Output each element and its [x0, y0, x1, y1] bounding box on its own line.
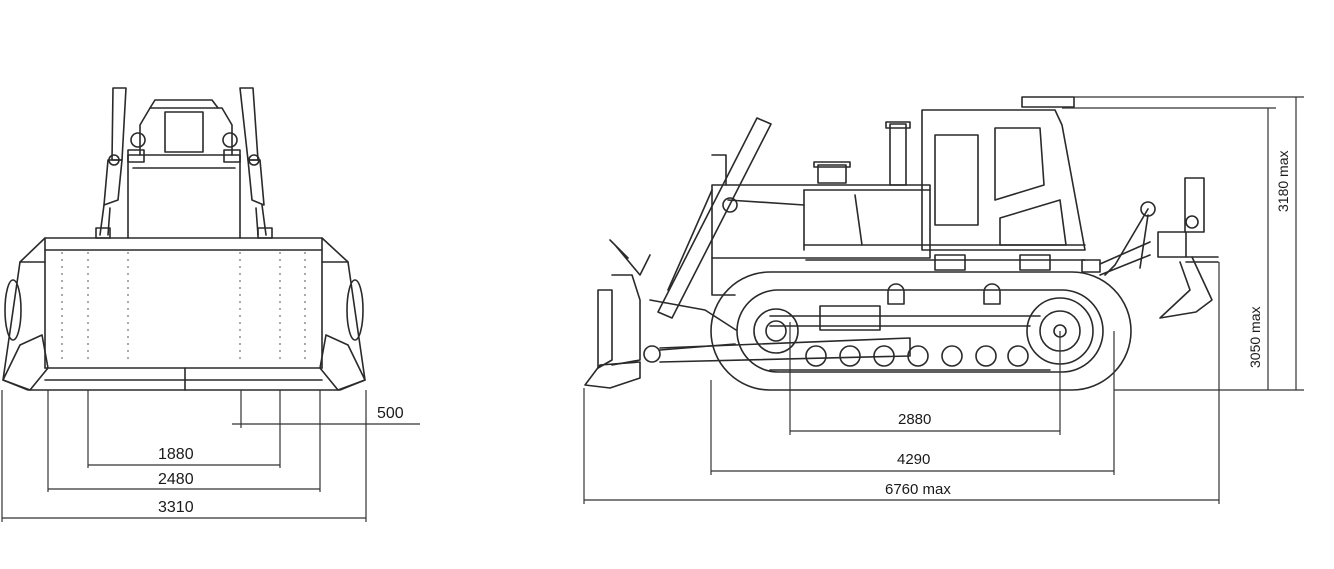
side-dimension-lines [583, 96, 1304, 504]
dim-3050-label: 3050 max [1247, 307, 1263, 368]
side-engine-hood [711, 121, 1086, 296]
dim-2480-label: 2480 [158, 471, 194, 488]
side-cab [921, 96, 1086, 271]
dim-3180-label: 3180 max [1275, 151, 1291, 212]
front-dimension-lines [1, 390, 420, 522]
side-ripper [1081, 177, 1219, 319]
dim-6760-label: 6760 max [885, 481, 951, 498]
dim-2880-label: 2880 [898, 411, 931, 428]
side-track [710, 271, 1132, 391]
side-lift-cylinder [649, 117, 805, 331]
dim-1880-label: 1880 [158, 446, 194, 463]
front-view: 1880 2480 3310 500 [1, 87, 420, 522]
front-lift-cylinders [95, 87, 273, 239]
front-tractor-body [127, 99, 241, 239]
dim-500-label: 500 [377, 405, 404, 422]
dim-4290-label: 4290 [897, 451, 930, 468]
front-blade [2, 237, 366, 391]
side-blade [584, 239, 911, 389]
side-view: 2880 4290 6760 max 3180 max 3050 max [583, 96, 1304, 504]
dim-3310-label: 3310 [158, 499, 194, 516]
